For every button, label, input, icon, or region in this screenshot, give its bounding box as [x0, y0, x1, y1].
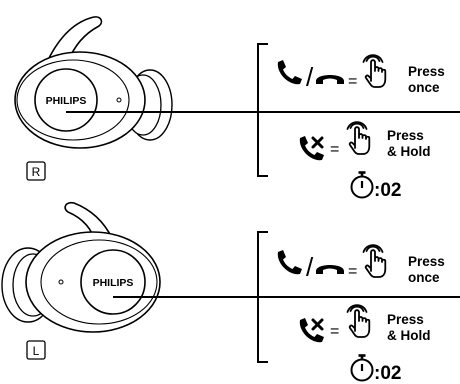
left-earbud: PHILIPS — [1, 201, 161, 333]
side-label: L — [33, 344, 40, 358]
equals-sign: = — [330, 141, 339, 158]
action-line2: & Hold — [387, 144, 431, 159]
sensor-dot — [116, 97, 122, 103]
side-badge-left: L — [26, 340, 46, 360]
sensor-dot — [58, 279, 64, 285]
hold-duration: :02 — [350, 171, 401, 201]
action-line2: once — [408, 80, 440, 95]
bracket — [257, 43, 268, 177]
row-press-once: / = Press once — [277, 244, 445, 285]
phone-answer-icon — [277, 60, 302, 85]
phone-hangup-icon — [316, 75, 344, 84]
brand-logo: PHILIPS — [93, 277, 134, 289]
equals-sign: = — [330, 323, 339, 340]
touch-hand-icon — [346, 304, 371, 338]
side-label: R — [32, 165, 41, 179]
action-line2: & Hold — [387, 328, 431, 343]
touch-hand-icon — [362, 244, 387, 278]
bracket — [257, 231, 268, 363]
action-line1: Press — [387, 128, 424, 143]
touch-hand-icon — [362, 54, 387, 88]
separator: / — [306, 252, 314, 282]
equals-sign: = — [348, 263, 357, 280]
touch-hand-icon — [346, 121, 371, 155]
phone-answer-icon — [277, 250, 302, 275]
row-press-hold: = Press & Hold — [299, 121, 431, 161]
action-line2: once — [408, 270, 440, 285]
brand-logo: PHILIPS — [46, 95, 87, 107]
hold-time: :02 — [374, 180, 401, 201]
stopwatch-icon — [350, 171, 374, 199]
action-line1: Press — [408, 254, 445, 269]
side-badge-right: R — [26, 161, 46, 181]
logo-disc — [34, 68, 98, 132]
phone-reject-icon — [299, 318, 324, 343]
row-press-once: / = Press once — [277, 54, 445, 95]
action-line1: Press — [408, 64, 445, 79]
row-press-hold: = Press & Hold — [299, 304, 431, 343]
equals-sign: = — [348, 73, 357, 90]
separator: / — [306, 62, 314, 92]
hold-duration: :02 — [350, 354, 401, 384]
hold-time: :02 — [374, 363, 401, 384]
right-earbud: PHILIPS — [14, 16, 173, 149]
phone-reject-icon — [299, 136, 324, 161]
phone-hangup-icon — [316, 265, 344, 274]
action-line1: Press — [387, 312, 424, 327]
stopwatch-icon — [350, 354, 374, 382]
